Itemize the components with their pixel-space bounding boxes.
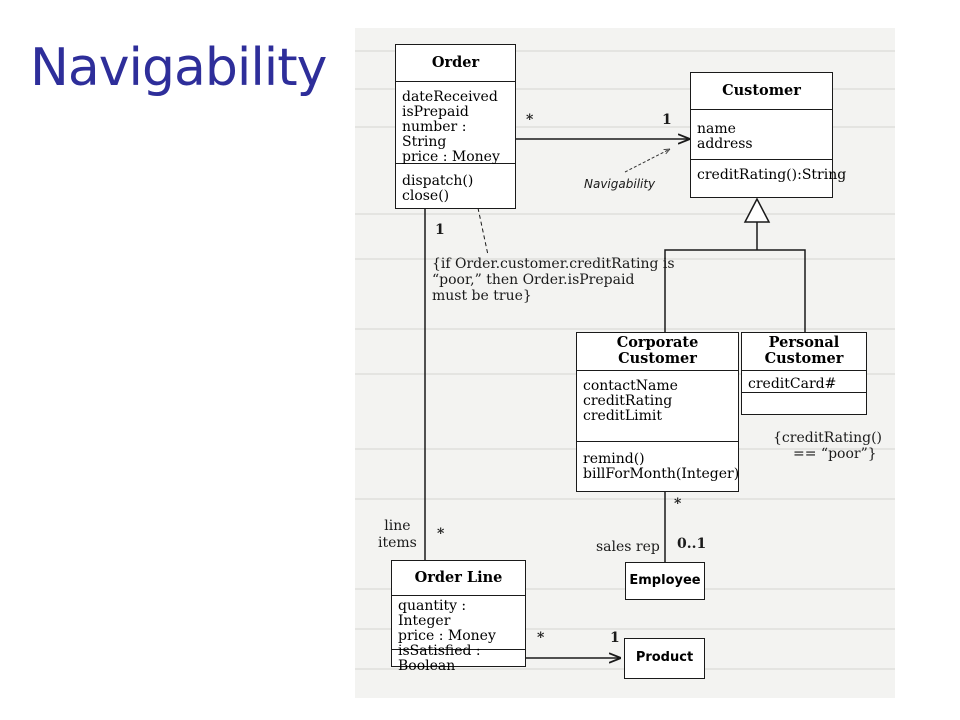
attribute: price : Money	[402, 149, 500, 165]
operation: creditRating():String	[697, 167, 847, 183]
class-order-attributes: dateReceived isPrepaid number : String p…	[396, 82, 515, 165]
attribute: dateReceived	[402, 89, 498, 105]
role-sales-rep: sales rep	[596, 539, 660, 555]
role-line: items	[378, 535, 417, 551]
class-employee-name: Employee	[629, 573, 701, 588]
attribute: creditRating	[583, 393, 673, 409]
navigability-pointer	[624, 149, 670, 173]
constraint-line: == “poor”}	[793, 446, 877, 462]
constraint-line: must be true}	[432, 288, 532, 304]
attribute: name	[697, 121, 736, 137]
operation: close()	[402, 188, 450, 204]
attribute: address	[697, 136, 753, 152]
class-product: Product	[624, 638, 705, 679]
class-corporate-customer-attributes: contactName creditRating creditLimit	[577, 371, 738, 442]
order-constraint-note: {if Order.customer.creditRating is “poor…	[432, 256, 675, 304]
multiplicity-employee-end: 0..1	[677, 536, 707, 552]
class-order-line-attributes: quantity : Integer price : Money isSatis…	[392, 596, 525, 674]
class-personal-customer-name: Personal Customer	[742, 333, 866, 371]
multiplicity-order-to-line: 1	[435, 222, 445, 238]
attribute: number : String	[402, 119, 467, 150]
class-name-line: Customer	[618, 350, 697, 367]
class-name-line: Personal	[768, 334, 840, 351]
attribute: contactName	[583, 378, 678, 394]
attribute: price : Money	[398, 628, 496, 644]
class-order-operations: dispatch() close()	[396, 164, 515, 204]
attribute: isSatisfied : Boolean	[398, 643, 481, 674]
constraint-line: “poor,” then Order.isPrepaid	[432, 272, 635, 288]
multiplicity-customer-end: 1	[662, 112, 672, 128]
class-order-line-name: Order Line	[392, 561, 525, 596]
class-order-name: Order	[396, 45, 515, 82]
class-personal-customer: Personal Customer creditCard#	[741, 332, 867, 415]
class-customer-operations: creditRating():String	[691, 160, 847, 183]
class-name-line: Customer	[764, 350, 844, 367]
role-line: line	[384, 518, 411, 534]
attribute: creditLimit	[583, 408, 663, 424]
class-name-line: Corporate	[616, 334, 699, 351]
class-corporate-customer-operations: remind() billForMonth(Integer)	[577, 442, 740, 482]
class-corporate-customer: Corporate Customer contactName creditRat…	[576, 332, 739, 492]
class-customer-attributes: name address	[691, 110, 832, 160]
multiplicity-line-to-product: *	[537, 630, 545, 646]
multiplicity-corp-end: *	[674, 496, 682, 512]
operation: dispatch()	[402, 173, 474, 189]
generalization-lines	[664, 222, 806, 332]
attribute: quantity : Integer	[398, 598, 467, 629]
multiplicity-product-end: 1	[610, 630, 620, 646]
multiplicity-order-end: *	[526, 112, 534, 128]
attribute: creditCard#	[748, 376, 837, 392]
class-personal-customer-attributes: creditCard#	[742, 371, 866, 393]
attribute: isPrepaid	[402, 104, 469, 120]
constraint-line: {creditRating()	[773, 430, 883, 446]
constraint-link	[477, 207, 489, 256]
multiplicity-line-to-order: *	[437, 526, 445, 542]
operation: remind()	[583, 451, 645, 467]
generalization-triangle	[743, 197, 771, 223]
role-line-items: line items	[378, 518, 417, 552]
personal-constraint-note: {creditRating() == “poor”}	[773, 430, 882, 462]
navigability-label: Navigability	[584, 177, 656, 191]
operation: billForMonth(Integer)	[583, 466, 740, 482]
slide-title: Navigability	[30, 38, 327, 98]
class-employee: Employee	[625, 562, 705, 600]
constraint-line: {if Order.customer.creditRating is	[432, 256, 675, 272]
class-customer-name: Customer	[691, 73, 832, 110]
class-order: Order dateReceived isPrepaid number : St…	[395, 44, 516, 209]
class-order-line: Order Line quantity : Integer price : Mo…	[391, 560, 526, 674]
class-corporate-customer-name: Corporate Customer	[577, 333, 738, 371]
class-product-name: Product	[635, 650, 694, 665]
class-customer: Customer name address creditRating():Str…	[690, 72, 847, 198]
